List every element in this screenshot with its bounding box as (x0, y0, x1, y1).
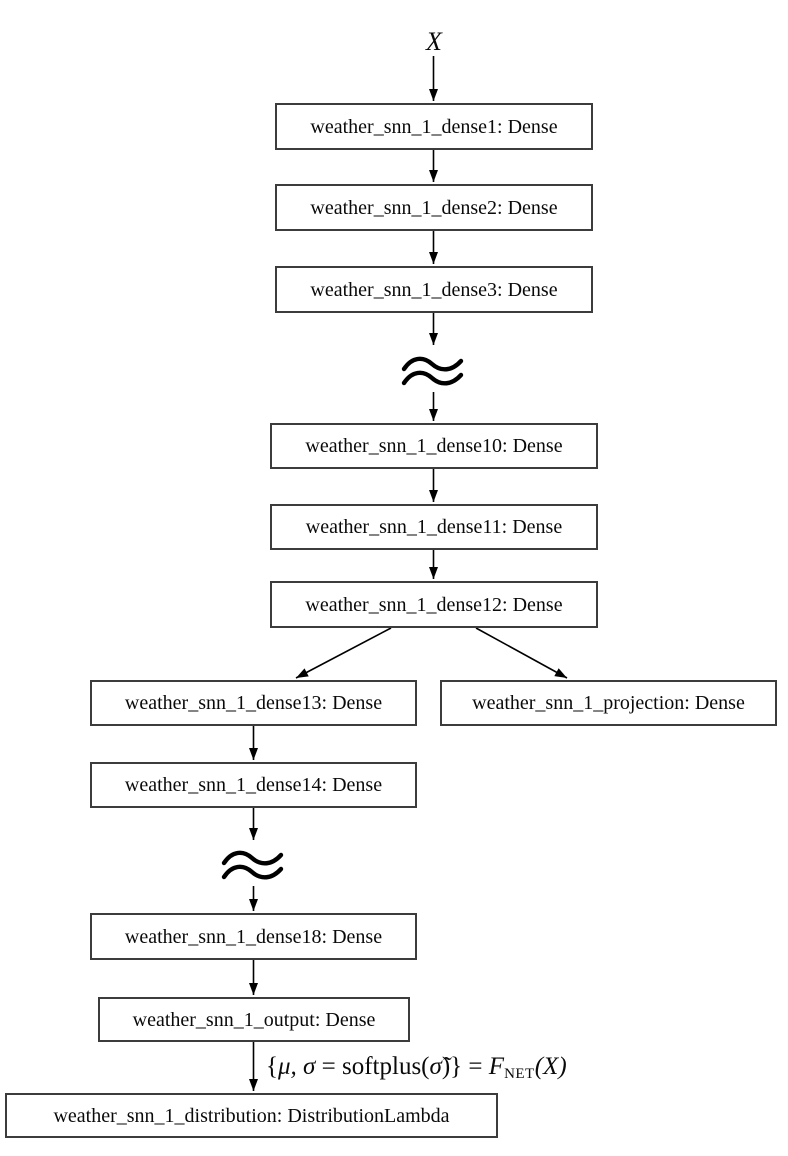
output-formula: {μ, σ = softplus(σ̃)} = FNET(X) (266, 1049, 567, 1088)
edge-arrow (475, 627, 568, 679)
node-weather-snn-1-dense18: weather_snn_1_dense18: Dense (90, 913, 417, 960)
node-weather-snn-1-dense2: weather_snn_1_dense2: Dense (275, 184, 593, 231)
node-weather-snn-1-dense10: weather_snn_1_dense10: Dense (270, 423, 598, 469)
formula-net-subscript: NET (504, 1066, 535, 1082)
node-weather-snn-1-dense1: weather_snn_1_dense1: Dense (275, 103, 593, 150)
formula-close-brace: )} = (441, 1053, 489, 1080)
formula-sigma-tilde: σ̃ (429, 1053, 442, 1080)
node-weather-snn-1-output: weather_snn_1_output: Dense (98, 997, 410, 1042)
node-weather-snn-1-dense14: weather_snn_1_dense14: Dense (90, 762, 417, 808)
input-label: X (426, 27, 442, 56)
node-weather-snn-1-dense12: weather_snn_1_dense12: Dense (270, 581, 598, 628)
node-weather-snn-1-distribution: weather_snn_1_distribution: Distribution… (5, 1093, 498, 1138)
formula-args: (X) (534, 1053, 567, 1080)
node-weather-snn-1-dense13: weather_snn_1_dense13: Dense (90, 680, 417, 726)
formula-softplus: softplus( (342, 1053, 430, 1080)
edge-arrow (295, 627, 392, 679)
formula-equals: = (315, 1053, 342, 1080)
formula-f: F (488, 1053, 505, 1080)
ellipsis-waves-icon (221, 850, 284, 880)
ellipsis-waves-icon (401, 356, 464, 386)
node-weather-snn-1-projection: weather_snn_1_projection: Dense (440, 680, 777, 726)
formula-mu-sigma: μ, σ (278, 1053, 316, 1080)
formula-open-brace: { (266, 1053, 278, 1080)
node-weather-snn-1-dense3: weather_snn_1_dense3: Dense (275, 266, 593, 313)
node-weather-snn-1-dense11: weather_snn_1_dense11: Dense (270, 504, 598, 550)
